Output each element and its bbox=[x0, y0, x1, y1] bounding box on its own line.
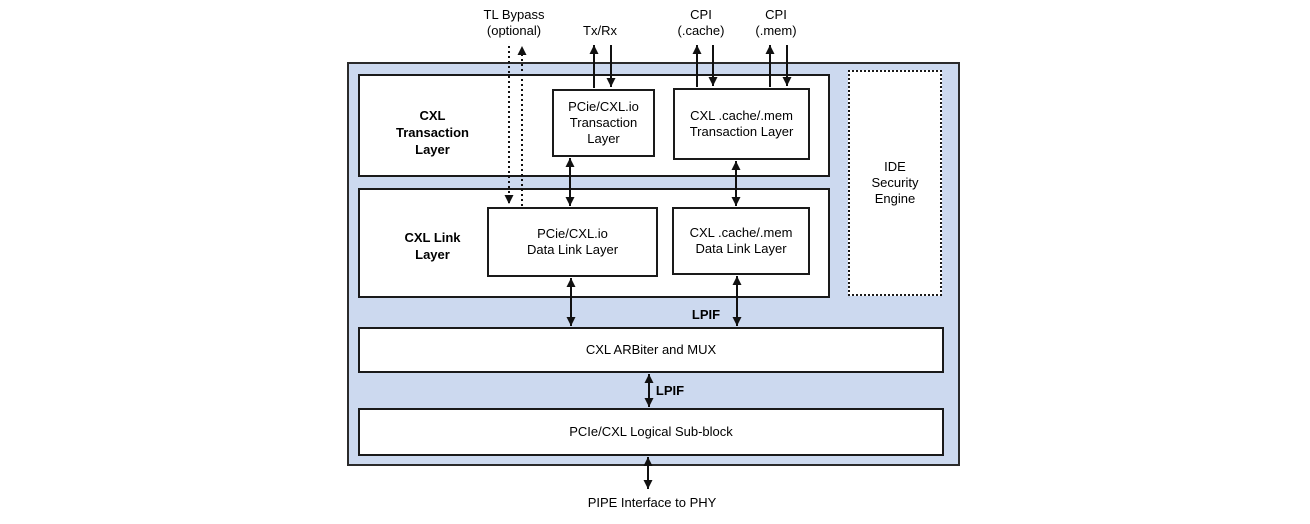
cachemem-transaction-layer-box: CXL .cache/.mem Transaction Layer bbox=[673, 88, 810, 160]
cpi-mem-label: CPI (.mem) bbox=[755, 7, 797, 38]
tl-bypass-label: TL Bypass (optional) bbox=[483, 7, 545, 38]
cachemem-data-link-layer-box: CXL .cache/.mem Data Link Layer bbox=[672, 207, 810, 275]
cachemem-transaction-layer-label: CXL .cache/.mem Transaction Layer bbox=[689, 108, 794, 139]
transaction-layer-section-label: CXL Transaction Layer bbox=[396, 108, 469, 157]
logical-subblock-label: PCIe/CXL Logical Sub-block bbox=[569, 424, 733, 439]
pcie-cxlio-data-link-layer-label: PCie/CXL.io Data Link Layer bbox=[526, 226, 619, 257]
ide-security-engine-label: IDE Security Engine bbox=[871, 159, 919, 206]
pcie-cxlio-transaction-layer-box: PCie/CXL.io Transaction Layer bbox=[552, 89, 655, 157]
cpi-cache-label: CPI (.cache) bbox=[677, 7, 725, 38]
txrx-label: Tx/Rx bbox=[583, 23, 617, 38]
arb-mux-label: CXL ARBiter and MUX bbox=[585, 342, 717, 357]
pcie-cxlio-data-link-layer-box: PCie/CXL.io Data Link Layer bbox=[487, 207, 658, 277]
lpif-upper-label: LPIF bbox=[691, 307, 721, 322]
arb-mux-bar: CXL ARBiter and MUX bbox=[358, 327, 944, 373]
pipe-interface-label: PIPE Interface to PHY bbox=[587, 495, 717, 510]
pcie-cxlio-transaction-layer-label: PCie/CXL.io Transaction Layer bbox=[568, 99, 639, 146]
link-layer-section-label: CXL Link Layer bbox=[404, 230, 461, 262]
lpif-lower-label: LPIF bbox=[655, 383, 685, 398]
logical-subblock-bar: PCIe/CXL Logical Sub-block bbox=[358, 408, 944, 456]
ide-security-engine-box: IDE Security Engine bbox=[848, 70, 942, 296]
cachemem-data-link-layer-label: CXL .cache/.mem Data Link Layer bbox=[689, 225, 793, 256]
